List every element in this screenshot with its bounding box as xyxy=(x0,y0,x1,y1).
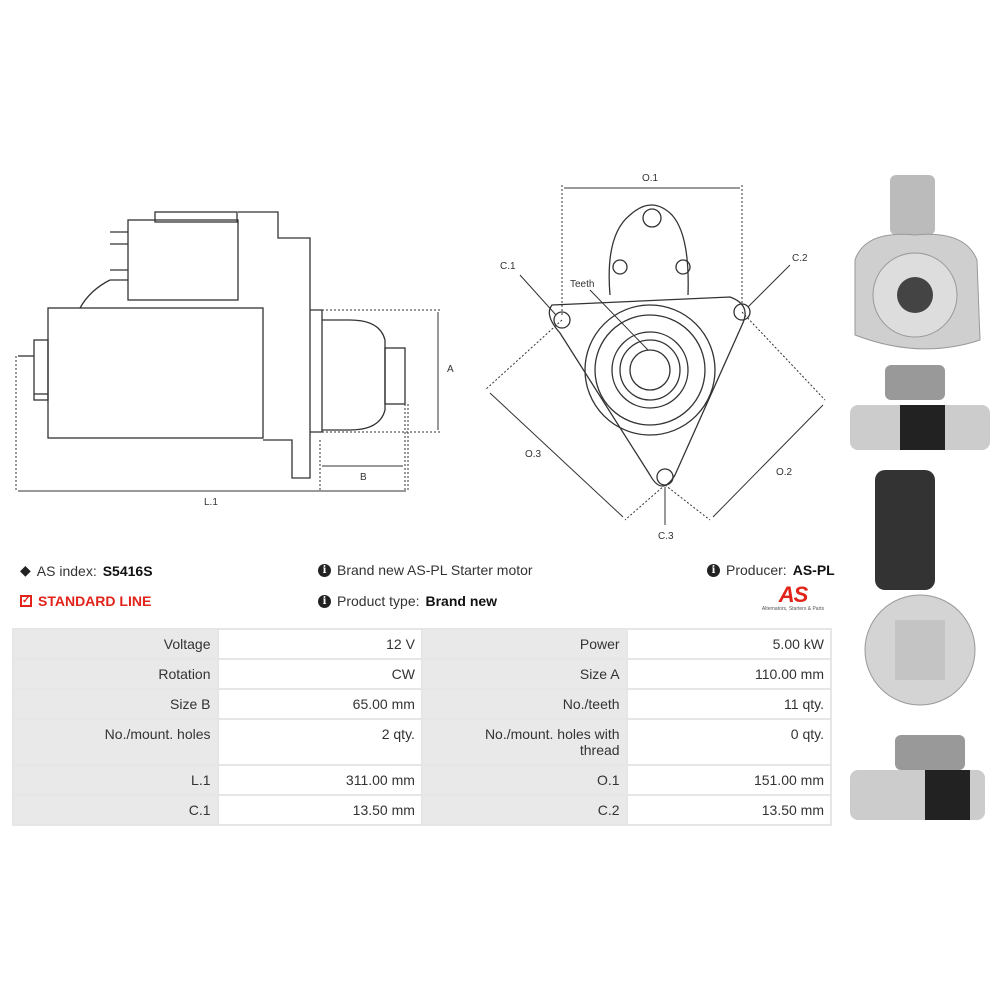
front-view-drawing: O.1 C.1 C.2 Teeth O.3 O.2 C.3 xyxy=(484,173,826,542)
spec-label: Size A xyxy=(420,658,628,690)
spec-label: L.1 xyxy=(12,764,219,796)
label-c3: C.3 xyxy=(658,531,674,542)
info-icon: i xyxy=(318,563,331,577)
spec-label: Rotation xyxy=(12,658,219,690)
as-index-value: S5416S xyxy=(102,562,153,579)
product-photos xyxy=(850,175,990,820)
producer-label: Producer: xyxy=(726,562,787,578)
label-o2: O.2 xyxy=(776,467,793,478)
spec-value: 311.00 mm xyxy=(216,764,423,796)
label-c1: C.1 xyxy=(500,261,516,272)
label-b: B xyxy=(360,472,367,483)
spec-label: Size B xyxy=(12,688,219,720)
info-icon: i xyxy=(707,563,720,577)
as-logo: AS Alternators, Starters & Parts xyxy=(752,582,834,613)
spec-value: 65.00 mm xyxy=(216,688,423,720)
label-c2: C.2 xyxy=(792,253,808,264)
producer-value: AS-PL xyxy=(792,562,835,578)
label-teeth: Teeth xyxy=(570,279,594,290)
spec-value: 11 qty. xyxy=(625,688,833,720)
producer: i Producer: AS-PL xyxy=(707,562,835,578)
spec-value: 12 V xyxy=(216,628,423,660)
spec-value: 5.00 kW xyxy=(625,628,833,660)
label-o3: O.3 xyxy=(525,449,542,460)
photo-front xyxy=(854,175,981,350)
spec-label: O.1 xyxy=(420,764,628,796)
description-text: Brand new AS-PL Starter motor xyxy=(337,562,533,578)
photo-side xyxy=(850,365,990,450)
logo-mark: AS xyxy=(778,582,809,607)
standard-line: ✓ STANDARD LINE xyxy=(20,593,151,609)
spec-value: 151.00 mm xyxy=(625,764,833,796)
spec-label: Voltage xyxy=(12,628,219,660)
spec-label: No./mount. holes with thread xyxy=(420,718,628,766)
spec-value: CW xyxy=(216,658,423,690)
label-l1: L.1 xyxy=(204,497,218,508)
spec-label: No./teeth xyxy=(420,688,628,720)
label-o1: O.1 xyxy=(642,173,659,184)
as-index-label: AS index: xyxy=(36,562,97,579)
spec-label: C.2 xyxy=(420,794,628,826)
spec-value: 0 qty. xyxy=(625,718,833,766)
spec-value: 13.50 mm xyxy=(625,794,833,826)
info-icon: i xyxy=(318,594,331,608)
product-type: i Product type: Brand new xyxy=(318,593,497,609)
logo-tagline: Alternators, Starters & Parts xyxy=(761,606,825,612)
spec-value: 13.50 mm xyxy=(216,794,423,826)
checkbox-icon: ✓ xyxy=(20,595,32,607)
tags-icon: ◆ xyxy=(20,562,31,578)
product-type-label: Product type: xyxy=(337,593,420,609)
as-index: ◆ AS index: S5416S xyxy=(20,562,153,579)
spec-label: Power xyxy=(420,628,628,660)
spec-label: No./mount. holes xyxy=(12,718,219,766)
spec-value: 110.00 mm xyxy=(625,658,833,690)
label-a: A xyxy=(447,364,454,375)
photo-side-2 xyxy=(850,735,985,820)
product-type-value: Brand new xyxy=(425,593,498,609)
spec-value: 2 qty. xyxy=(216,718,423,766)
description: i Brand new AS-PL Starter motor xyxy=(318,562,533,578)
side-view-drawing: A B L.1 xyxy=(15,211,454,508)
spec-label: C.1 xyxy=(12,794,219,826)
standard-line-label: STANDARD LINE xyxy=(38,593,152,609)
photo-rear xyxy=(864,470,976,706)
